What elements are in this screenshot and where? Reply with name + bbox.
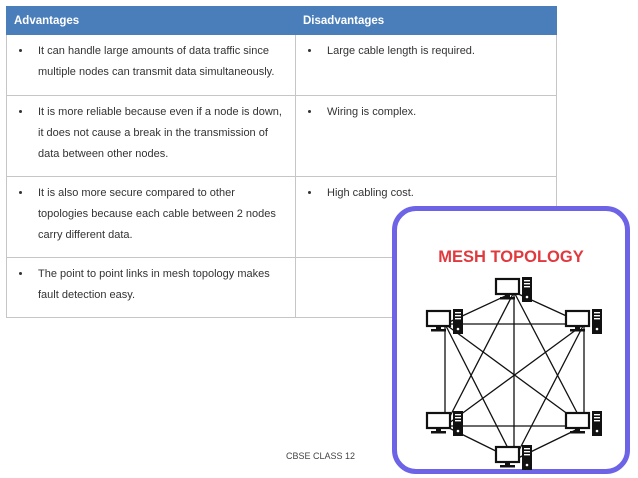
- table-header-row: Advantages Disadvantages: [6, 6, 557, 35]
- computer-icon: [425, 411, 463, 436]
- mesh-link: [513, 323, 585, 461]
- advantage-cell: It is also more secure compared to other…: [6, 176, 296, 258]
- advantage-text: The point to point links in mesh topolog…: [32, 264, 288, 306]
- disadvantage-text: Wiring is complex.: [321, 102, 549, 123]
- disadvantage-text: Large cable length is required.: [321, 41, 549, 62]
- mesh-diagram: [425, 277, 602, 470]
- table-row: It can handle large amounts of data traf…: [6, 34, 557, 96]
- advantage-text: It is more reliable because even if a no…: [32, 102, 288, 165]
- advantage-cell: It is more reliable because even if a no…: [6, 95, 296, 177]
- mesh-topology-card: MESH TOPOLOGY: [392, 206, 630, 474]
- mesh-link: [444, 323, 585, 427]
- disadvantage-cell: Large cable length is required.: [295, 34, 557, 96]
- advantage-cell: The point to point links in mesh topolog…: [6, 257, 296, 318]
- disadvantage-cell: Wiring is complex.: [295, 95, 557, 177]
- computer-icon: [494, 277, 532, 302]
- mesh-link: [444, 323, 515, 461]
- mesh-links: [444, 291, 585, 461]
- advantage-text: It is also more secure compared to other…: [32, 183, 288, 246]
- computer-icon: [494, 445, 532, 470]
- computer-icon: [564, 411, 602, 436]
- advantage-cell: It can handle large amounts of data traf…: [6, 34, 296, 96]
- table-row: It is more reliable because even if a no…: [6, 95, 557, 177]
- computer-icon: [564, 309, 602, 334]
- advantage-text: It can handle large amounts of data traf…: [32, 41, 288, 83]
- computer-icon: [425, 309, 463, 334]
- disadvantage-text: High cabling cost.: [321, 183, 549, 204]
- header-disadvantages: Disadvantages: [295, 6, 557, 35]
- mesh-link: [444, 291, 515, 427]
- mesh-title: MESH TOPOLOGY: [438, 248, 584, 266]
- footer-label: CBSE CLASS 12: [286, 451, 356, 461]
- mesh-link: [513, 291, 585, 427]
- header-advantages: Advantages: [6, 6, 296, 35]
